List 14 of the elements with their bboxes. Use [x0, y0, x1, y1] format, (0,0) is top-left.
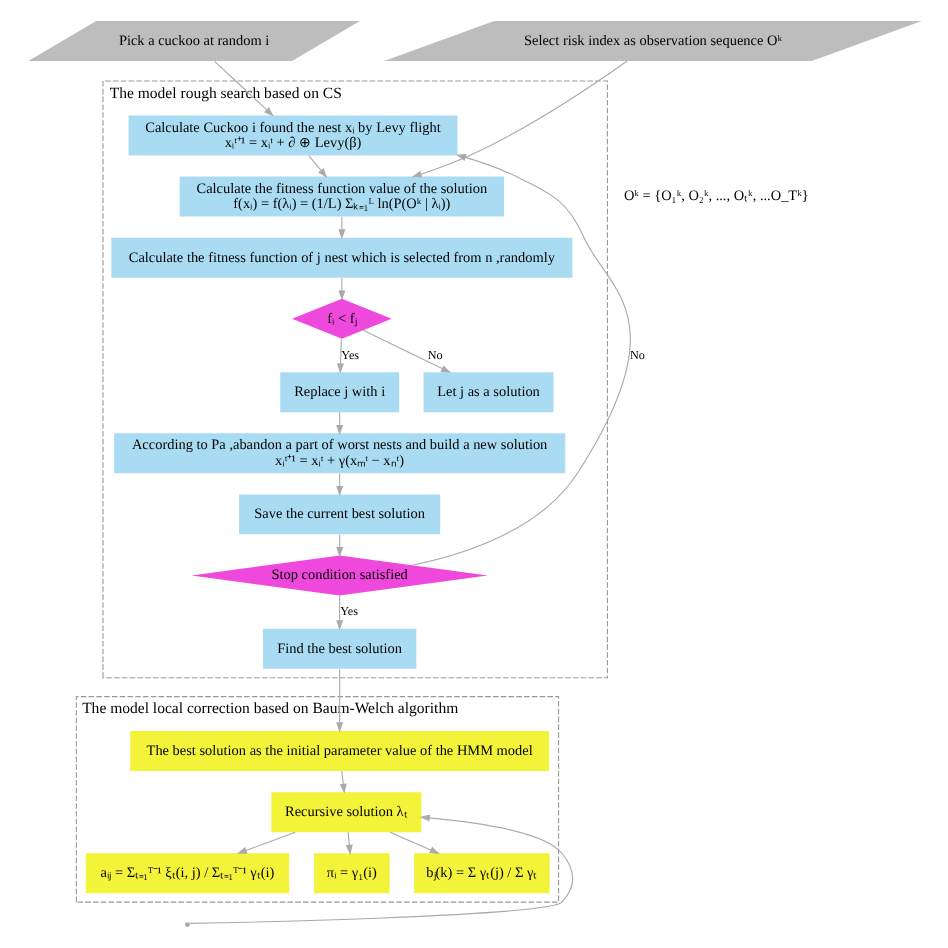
arrow: [213, 60, 273, 117]
arrow: [337, 216, 345, 240]
arrow: [338, 770, 346, 794]
arrow: [235, 831, 295, 854]
arrow: [188, 814, 573, 924]
arrow: [335, 595, 343, 631]
arrow: [337, 277, 345, 301]
arrow: [410, 154, 630, 566]
arrow: [361, 329, 451, 373]
arrow: [307, 155, 327, 178]
arrow: [388, 831, 439, 854]
arrow: [344, 831, 352, 855]
arrow: [336, 338, 344, 374]
arrow: [335, 668, 343, 733]
